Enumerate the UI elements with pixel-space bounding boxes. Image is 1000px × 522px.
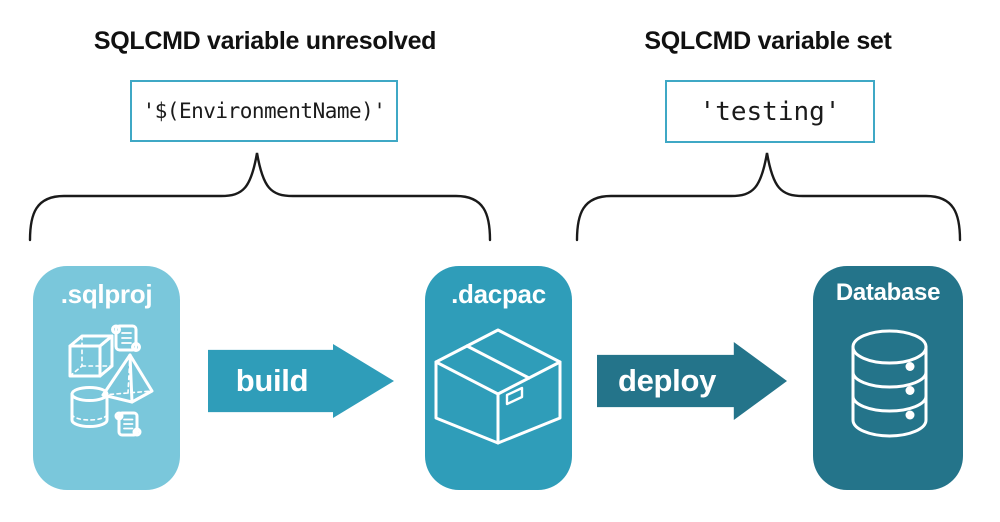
- unresolved-variable-value: '$(EnvironmentName)': [142, 99, 386, 123]
- right-brace: [575, 152, 962, 242]
- left-annotation-title: SQLCMD variable unresolved: [93, 27, 437, 55]
- build-arrow-label: build: [235, 363, 309, 398]
- right-annotation-title: SQLCMD variable set: [644, 27, 892, 55]
- stage-card-database: Database: [813, 266, 963, 490]
- stage-label-database: Database: [835, 279, 941, 306]
- unresolved-variable-code-box: '$(EnvironmentName)': [130, 80, 398, 142]
- stage-card-dacpac: .dacpac: [425, 266, 572, 490]
- set-variable-value: 'testing': [699, 96, 841, 127]
- stage-card-sqlproj: .sqlproj: [33, 266, 180, 490]
- stage-label-dacpac: .dacpac: [451, 279, 546, 309]
- set-variable-code-box: 'testing': [665, 80, 875, 143]
- deploy-arrow-label: deploy: [617, 363, 717, 398]
- stage-label-sqlproj: .sqlproj: [60, 279, 153, 309]
- left-brace: [28, 152, 492, 242]
